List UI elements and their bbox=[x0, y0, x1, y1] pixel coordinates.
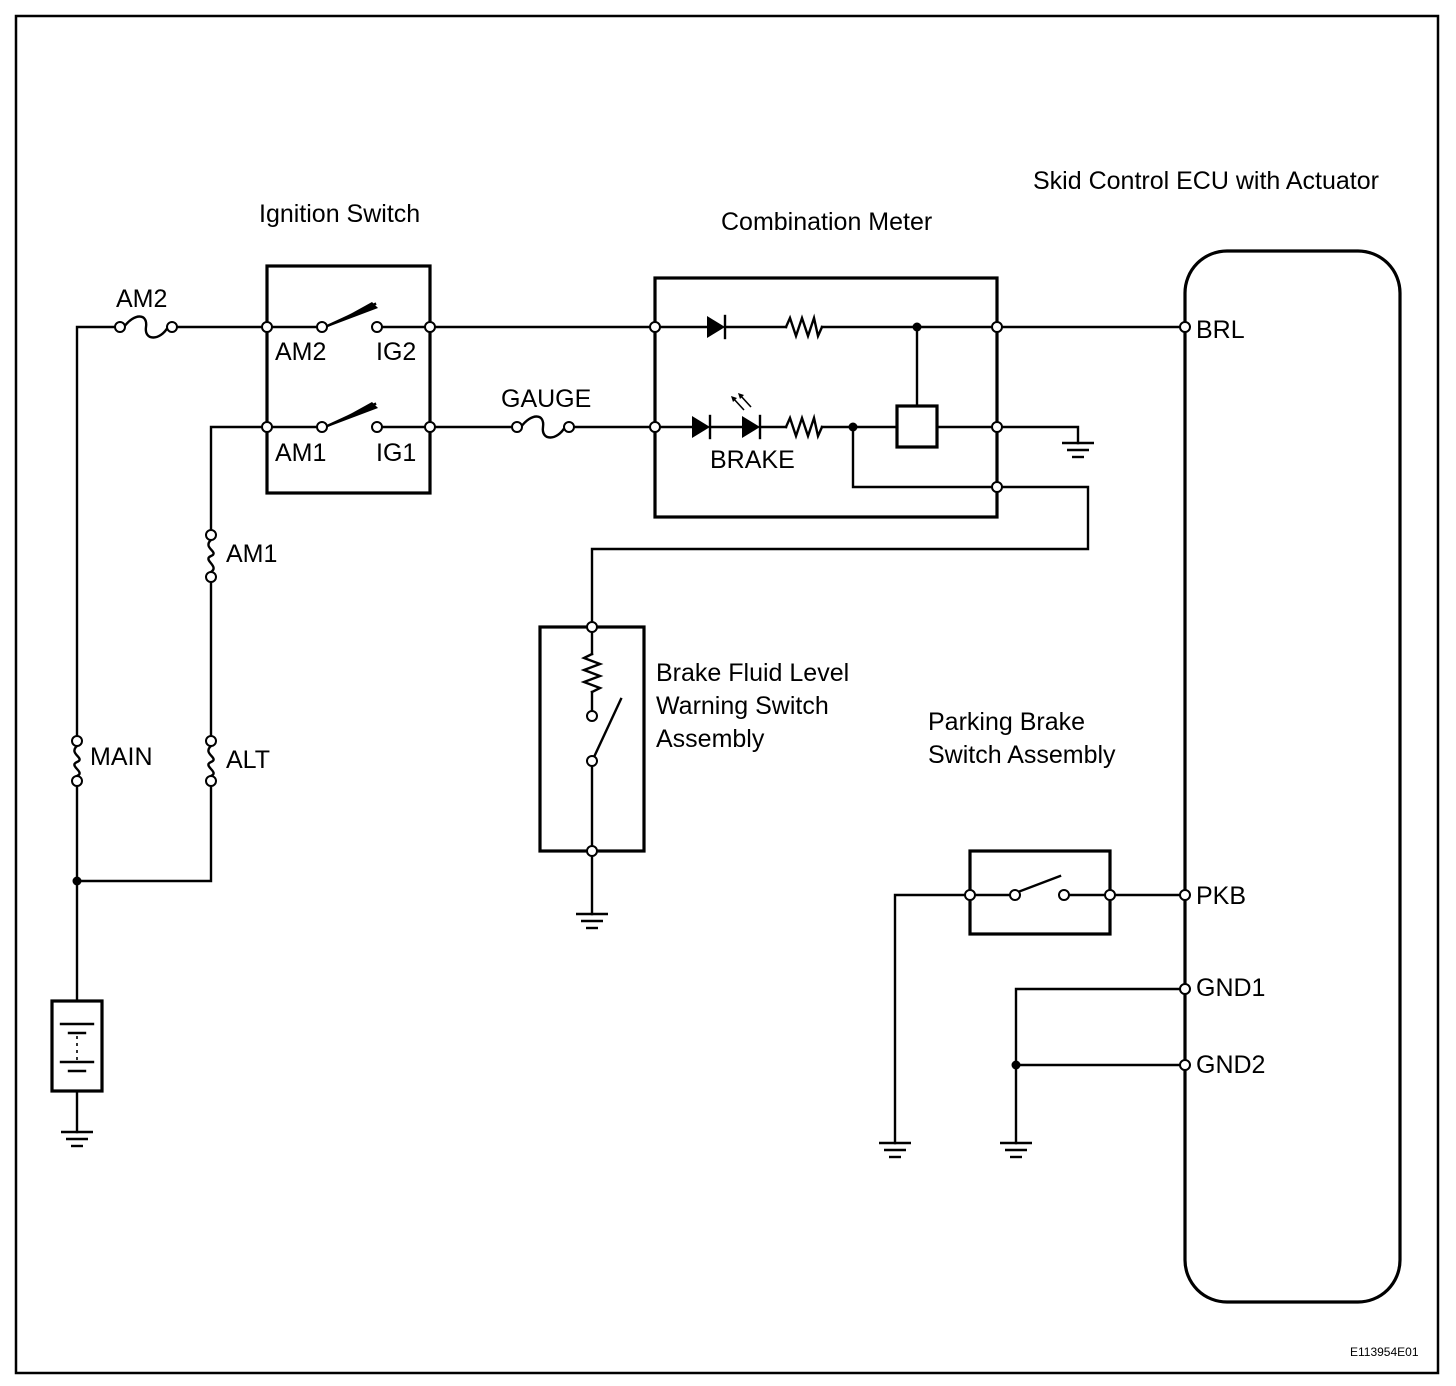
brake-fluid-switch-wiring bbox=[590, 625, 623, 916]
skid-control-ecu-box bbox=[1183, 249, 1402, 1304]
ecu-terminal-brl-label: BRL bbox=[1196, 316, 1245, 344]
parking-brake-switch-label-line1: Parking Brake bbox=[928, 708, 1085, 736]
ignition-contact-am2-ig2 bbox=[316, 302, 383, 333]
resistor-brake bbox=[784, 413, 824, 440]
diode bbox=[707, 314, 727, 340]
fuse-gauge bbox=[511, 415, 575, 439]
combination-meter-box bbox=[653, 276, 999, 519]
terminal-am2-label: AM2 bbox=[275, 338, 326, 366]
ecu-terminal-pkb-label: PKB bbox=[1196, 882, 1246, 910]
ground-icon bbox=[998, 1141, 1034, 1159]
switch-terminal bbox=[1009, 889, 1021, 901]
ecu-terminal-gnd1-label: GND1 bbox=[1196, 974, 1265, 1002]
ground-icon bbox=[877, 1141, 913, 1159]
brake-fluid-switch-label-line2: Warning Switch bbox=[656, 692, 829, 720]
brake-warning-led-icon bbox=[731, 393, 762, 440]
relay-coil bbox=[895, 404, 939, 449]
fuse-gauge-label: GAUGE bbox=[501, 385, 591, 413]
switch-terminal bbox=[586, 755, 598, 767]
fuse-am2 bbox=[114, 315, 178, 339]
ecu-terminal-gnd2-label: GND2 bbox=[1196, 1051, 1265, 1079]
skid-control-ecu-label: Skid Control ECU with Actuator bbox=[1033, 167, 1379, 195]
fuse-am1 bbox=[205, 529, 217, 583]
junction-dot bbox=[1011, 1060, 1021, 1070]
terminal-ig1-label: IG1 bbox=[376, 439, 416, 467]
brake-fluid-switch-label-line3: Assembly bbox=[656, 725, 765, 753]
power-wiring bbox=[75, 325, 657, 1134]
switch-terminal bbox=[1058, 889, 1070, 901]
ground-icon bbox=[1060, 441, 1096, 459]
fuse-alt bbox=[205, 735, 217, 787]
brake-fluid-switch-label-line1: Brake Fluid Level bbox=[656, 659, 849, 687]
parking-brake-switch-label-line2: Switch Assembly bbox=[928, 741, 1116, 769]
ignition-switch-box bbox=[265, 264, 432, 495]
resistor-top bbox=[784, 313, 824, 340]
terminal-ig2-label: IG2 bbox=[376, 338, 416, 366]
meter-internal-wiring bbox=[653, 325, 999, 489]
combination-meter-label: Combination Meter bbox=[721, 208, 932, 236]
junction-dot bbox=[912, 322, 922, 332]
page-border bbox=[14, 14, 1440, 1375]
connector-terminals bbox=[261, 321, 1191, 1071]
fuse-main-label: MAIN bbox=[90, 743, 153, 771]
ground-icon bbox=[59, 1130, 95, 1148]
battery-icon bbox=[59, 1022, 95, 1073]
fuse-main bbox=[71, 735, 83, 787]
resistor-brake-fluid bbox=[580, 652, 604, 694]
junction-dot bbox=[72, 876, 82, 886]
terminal-am1-label: AM1 bbox=[275, 439, 326, 467]
junction-dot bbox=[848, 422, 858, 432]
ignition-switch-label: Ignition Switch bbox=[259, 200, 420, 228]
figure-code: E113954E01 bbox=[1350, 1345, 1419, 1359]
fuse-alt-label: ALT bbox=[226, 746, 270, 774]
ground-icon bbox=[574, 912, 610, 930]
brake-indicator-label: BRAKE bbox=[710, 446, 795, 474]
parking-brake-wiring bbox=[893, 874, 1187, 1145]
ignition-contact-am1-ig1 bbox=[316, 402, 383, 433]
meter-external-wiring bbox=[590, 325, 1187, 629]
fuse-am1-label: AM1 bbox=[226, 540, 277, 568]
switch-terminal bbox=[586, 710, 598, 722]
diode-brake bbox=[692, 414, 712, 440]
parking-brake-switch-box bbox=[968, 849, 1112, 936]
fuse-am2-label: AM2 bbox=[116, 285, 167, 313]
